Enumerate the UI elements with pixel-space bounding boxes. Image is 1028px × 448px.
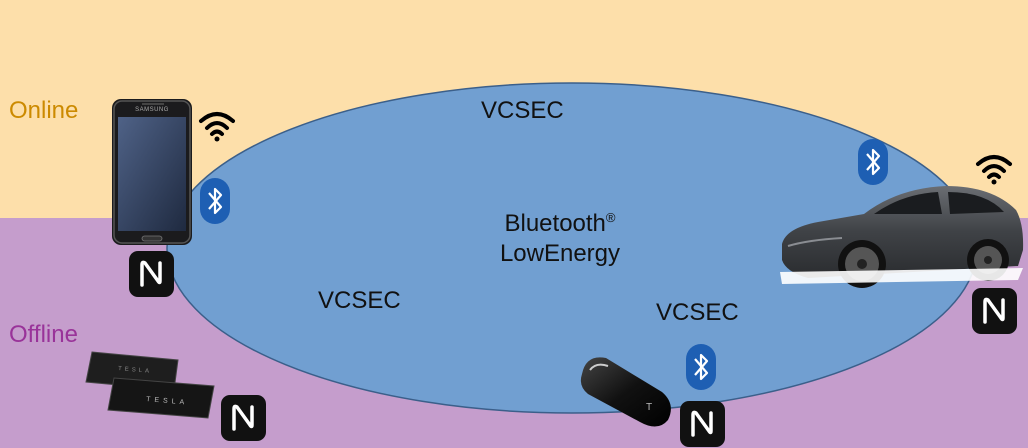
vcsec-label-left: VCSEC — [318, 287, 401, 314]
nfc-icon — [972, 288, 1017, 334]
bluetooth-icon — [858, 139, 888, 185]
svg-text:T: T — [646, 402, 652, 413]
phone-image — [112, 99, 192, 245]
bluetooth-icon — [200, 178, 230, 224]
vcsec-label-top: VCSEC — [481, 97, 564, 124]
key-fob-image: T — [580, 357, 671, 427]
svg-text:TESLA: TESLA — [146, 396, 189, 407]
ble-center-text: Bluetooth® LowEnergy — [460, 203, 660, 269]
ble-line1: Bluetooth — [504, 210, 606, 237]
wifi-icon — [199, 112, 235, 142]
bluetooth-icon — [686, 344, 716, 390]
wifi-icon — [976, 155, 1012, 185]
car-image — [780, 186, 1024, 288]
key-cards-image: TESLA TESLA — [85, 351, 215, 419]
svg-text:TESLA: TESLA — [118, 366, 152, 375]
phone-brand: SAMSUNG — [135, 107, 169, 113]
online-label: Online — [9, 97, 79, 124]
nfc-icon — [680, 401, 725, 447]
ble-line2: LowEnergy — [499, 240, 621, 267]
nfc-icon — [221, 395, 266, 441]
offline-label: Offline — [9, 321, 78, 348]
vcsec-label-right: VCSEC — [656, 299, 739, 326]
registered-mark: ® — [605, 210, 616, 225]
nfc-icon — [129, 251, 174, 297]
